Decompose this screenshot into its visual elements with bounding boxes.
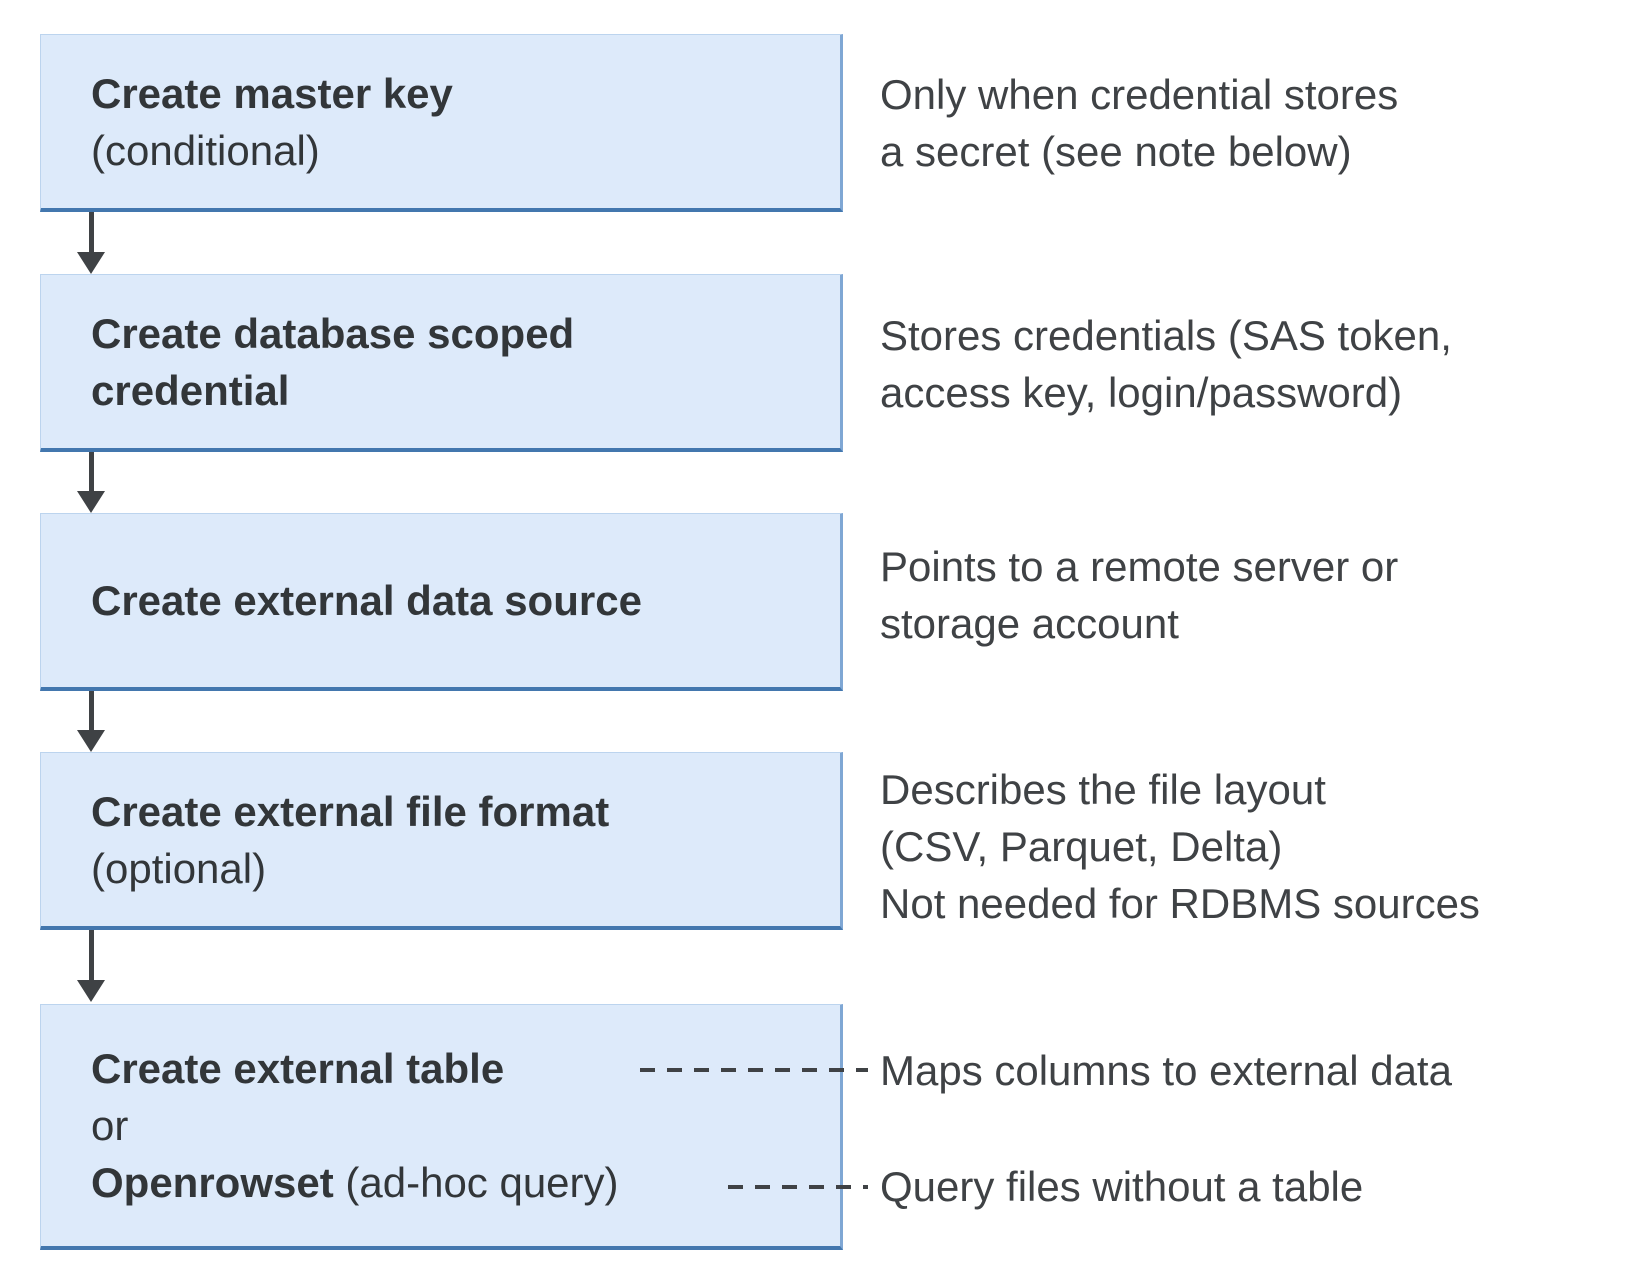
annotation-line: Describes the file layout <box>880 766 1326 813</box>
dashed-connector-external-table <box>640 1068 868 1072</box>
step-title: Create external data source <box>91 577 642 624</box>
annotation-line: storage account <box>880 600 1179 647</box>
arrow-head <box>77 252 105 274</box>
down-arrow-icon <box>77 930 105 1002</box>
arrow-stem <box>88 212 94 252</box>
annotation-line: Stores credentials (SAS token, <box>880 312 1452 359</box>
step-alt-qualifier: (ad-hoc query) <box>345 1159 619 1206</box>
annotation-line: Not needed for RDBMS sources <box>880 880 1480 927</box>
annotation-line: Points to a remote server or <box>880 543 1399 590</box>
arrow-stem <box>88 691 94 730</box>
step-qualifier: (conditional) <box>91 126 320 174</box>
step-box-create-database-scoped-credential: Create database scoped credential <box>40 274 843 452</box>
step-or-word: or <box>91 1102 129 1149</box>
step-title-line: credential <box>91 366 290 414</box>
annotation-line: Only when credential stores <box>880 71 1399 118</box>
step-title: Create external file format <box>91 787 610 835</box>
annotation-line: Maps columns to external data <box>880 1047 1452 1094</box>
down-arrow-icon <box>77 212 105 274</box>
step-title: Create master key <box>91 69 453 117</box>
annotation-external-table: Maps columns to external data <box>880 1042 1452 1099</box>
arrow-stem <box>88 452 94 491</box>
step-title: Create external table <box>91 1045 505 1092</box>
step-box-create-external-data-source: Create external data source <box>40 513 843 691</box>
annotation-openrowset: Query files without a table <box>880 1158 1363 1215</box>
annotation-data-source: Points to a remote server or storage acc… <box>880 538 1398 652</box>
down-arrow-icon <box>77 452 105 513</box>
annotation-line: (CSV, Parquet, Delta) <box>880 823 1283 870</box>
annotation-scoped-credential: Stores credentials (SAS token, access ke… <box>880 307 1452 421</box>
annotation-file-format: Describes the file layout (CSV, Parquet,… <box>880 761 1480 932</box>
annotation-line: a secret (see note below) <box>880 128 1352 175</box>
annotation-master-key: Only when credential stores a secret (se… <box>880 66 1398 180</box>
annotation-line: Query files without a table <box>880 1163 1364 1210</box>
annotation-line: access key, login/password) <box>880 369 1403 416</box>
step-title-line: Create database scoped <box>91 309 575 357</box>
arrow-head <box>77 980 105 1002</box>
step-box-create-external-file-format: Create external file format (optional) <box>40 752 843 930</box>
step-alt-line: Openrowset (ad-hoc query) <box>91 1154 840 1211</box>
down-arrow-icon <box>77 691 105 752</box>
arrow-head <box>77 730 105 752</box>
dashed-connector-openrowset <box>728 1185 868 1189</box>
step-alt-title: Openrowset <box>91 1159 334 1206</box>
arrow-head <box>77 491 105 513</box>
step-box-create-external-table-or-openrowset: Create external table or Openrowset (ad-… <box>40 1004 843 1250</box>
arrow-stem <box>88 930 94 980</box>
step-box-create-master-key: Create master key (conditional) <box>40 34 843 212</box>
step-qualifier: (optional) <box>91 844 267 892</box>
